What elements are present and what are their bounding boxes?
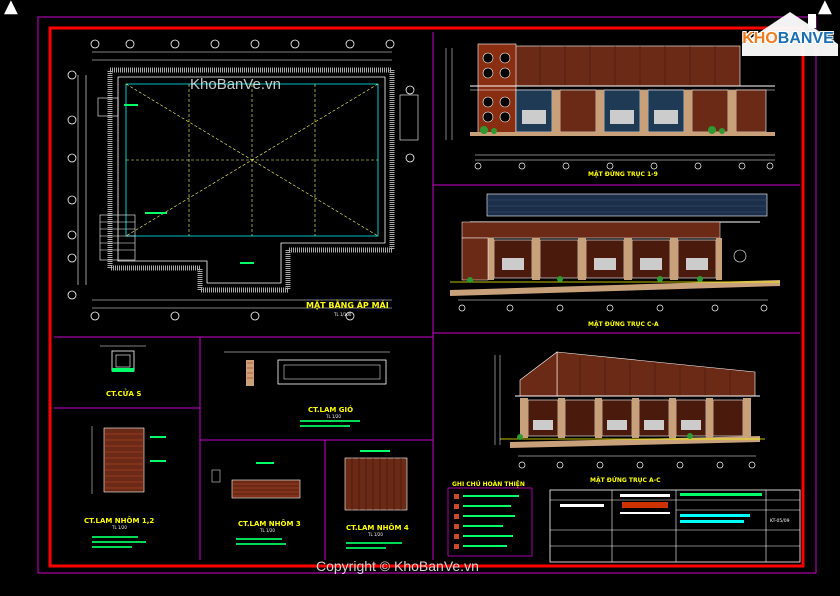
khobanve-logo: KHOBANVE <box>742 22 834 56</box>
corner-mark-left: ▲ <box>4 0 18 17</box>
logo-text-left: KHO <box>742 30 778 47</box>
elevation-c-a: MẶT ĐỨNG TRỤC C-A <box>450 193 780 328</box>
detail-nhom12-scale: TL 1/20 <box>111 525 127 530</box>
drawing-code: KT-05/09 <box>770 518 790 524</box>
detail-notes <box>92 420 402 549</box>
elevation-c-a-title: MẶT ĐỨNG TRỤC C-A <box>588 321 659 328</box>
detail-nhom3-scale: TL 1/20 <box>259 528 275 533</box>
finish-notes-title: GHI CHÚ HOÀN THIỆN <box>452 480 525 488</box>
detail-nhom3: CT.LAM NHÔM 3 TL 1/20 <box>211 462 301 533</box>
sheet-border <box>37 16 817 574</box>
roof-plan-title: MẶT BẰNG ÁP MÁI <box>306 298 389 310</box>
detail-nhom4-scale: TL 1/20 <box>367 532 383 537</box>
roof-plan-scale: TL 1/100 <box>333 312 352 317</box>
detail-gio-title: CT.LAM GIÓ <box>308 405 353 414</box>
finish-notes: GHI CHÚ HOÀN THIỆN <box>447 480 533 557</box>
detail-gio: CT.LAM GIÓ TL 1/20 <box>224 351 390 419</box>
panel-dividers <box>54 32 800 560</box>
detail-nhom12-title: CT.LAM NHÔM 1,2 <box>84 516 154 525</box>
watermark-site: KhoBanVe.vn <box>190 76 281 93</box>
roof-plan: MẶT BẰNG ÁP MÁI TL 1/100 <box>67 39 419 321</box>
elevation-a-c-title: MẶT ĐỨNG TRỤC A-C <box>590 477 661 484</box>
title-block: KT-05/09 <box>549 489 801 563</box>
copyright-text: Copyright © KhoBanVe.vn <box>316 558 479 574</box>
detail-nhom12: CT.LAM NHÔM 1,2 TL 1/20 <box>84 426 166 530</box>
detail-nhom4-title: CT.LAM NHÔM 4 <box>346 523 409 532</box>
detail-door-title: CT.CỬA S <box>106 388 141 398</box>
detail-door: CT.CỬA S <box>100 345 146 398</box>
corner-mark-right: ▲ <box>818 0 832 17</box>
logo-house-icon <box>742 12 838 56</box>
logo-text-right: BANVE <box>777 30 834 47</box>
elevation-1-9-title: MẶT ĐỨNG TRỤC 1-9 <box>588 171 658 178</box>
detail-nhom4: CT.LAM NHÔM 4 TL 1/20 <box>344 450 409 537</box>
elevation-1-9: MẶT ĐỨNG TRỤC 1-9 <box>445 43 775 178</box>
drawing-frame <box>48 26 805 568</box>
elevation-a-c: MẶT ĐỨNG TRỤC A-C <box>494 351 765 484</box>
detail-gio-scale: TL 1/20 <box>325 414 341 419</box>
detail-nhom3-title: CT.LAM NHÔM 3 <box>238 519 301 528</box>
